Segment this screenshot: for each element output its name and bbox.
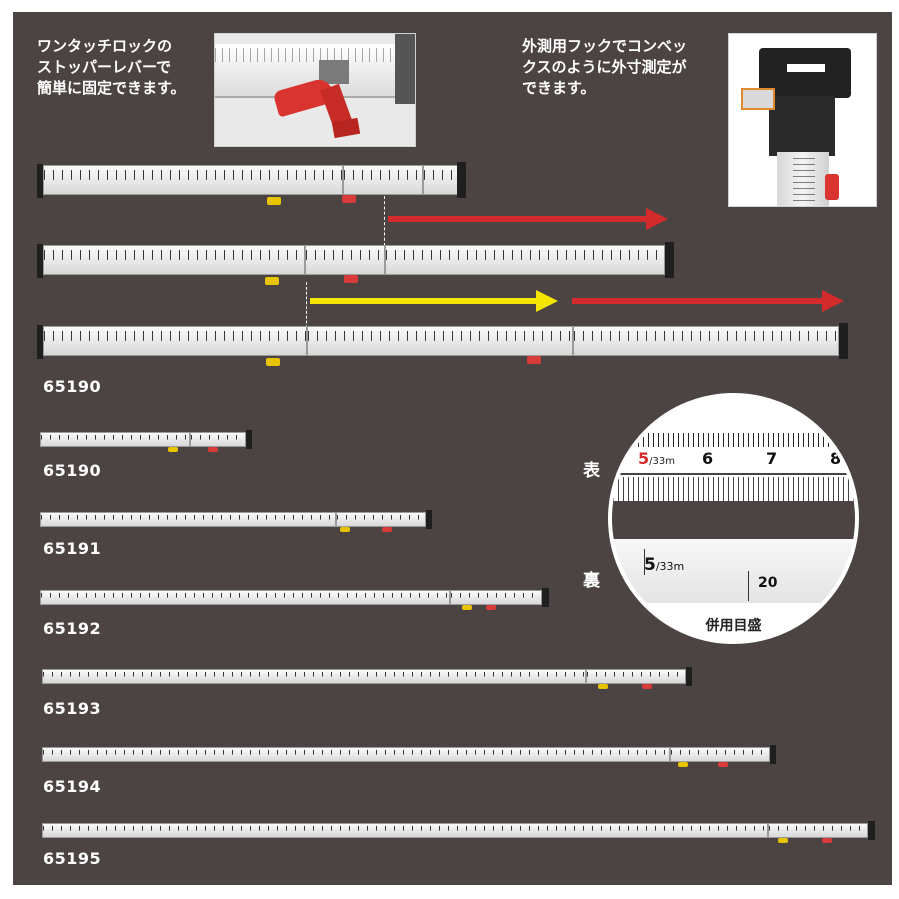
- model-number: 65192: [43, 619, 102, 638]
- arrow-extend-red: [388, 208, 668, 230]
- front-scale-number: 5: [638, 449, 650, 468]
- back-scale: 5/33m 20: [612, 539, 855, 603]
- model-number: 65195: [43, 849, 102, 868]
- stopper-lever-photo: [214, 33, 416, 147]
- arrow-extend-red: [572, 290, 844, 312]
- rod-65191: [40, 510, 432, 532]
- front-scale-number: 8: [830, 449, 842, 468]
- back-scale-number: 5: [644, 555, 656, 575]
- caption-line: クスのように外寸測定が: [522, 58, 687, 76]
- front-scale-number: 7: [766, 449, 778, 468]
- front-scale-number: 6: [702, 449, 714, 468]
- hook-photo: [728, 33, 877, 207]
- demo-rod-closed: [37, 162, 466, 205]
- demo-rod-full: [37, 323, 849, 366]
- hook-caption: 外測用フックでコンベッ クスのように外寸測定が できます。: [522, 36, 687, 99]
- scale-magnifier: 5/33m 6 7 8 5/33m 20 併用目盛: [608, 393, 859, 644]
- back-scale-mark: 20: [758, 575, 778, 591]
- combined-scale-caption: 併用目盛: [705, 618, 762, 634]
- model-number: 65190: [43, 377, 102, 396]
- front-scale-unit: /33m: [649, 456, 675, 467]
- extension-guide-line: [384, 196, 385, 246]
- model-number: 65190: [43, 461, 102, 480]
- demo-rod-half: [37, 242, 677, 285]
- rod-65195: [42, 821, 876, 843]
- arrow-extend-yellow: [310, 290, 558, 312]
- lock-lever-caption: ワンタッチロックの ストッパーレバーで 簡単に固定できます。: [37, 36, 186, 99]
- caption-line: できます。: [522, 79, 596, 97]
- back-side-label: 裏: [583, 571, 600, 591]
- front-scale: 5/33m 6 7 8: [612, 433, 855, 501]
- rod-65193: [42, 667, 692, 689]
- rod-65190: [40, 430, 253, 452]
- back-scale-unit: /33m: [655, 560, 685, 573]
- extension-guide-line: [306, 282, 307, 338]
- caption-line: ストッパーレバーで: [37, 58, 172, 76]
- caption-line: 簡単に固定できます。: [37, 79, 186, 97]
- rod-65192: [40, 588, 549, 610]
- rod-65194: [42, 745, 776, 767]
- model-number: 65194: [43, 777, 102, 796]
- caption-line: 外測用フックでコンベッ: [522, 37, 688, 55]
- model-number: 65191: [43, 539, 102, 558]
- front-side-label: 表: [583, 461, 600, 481]
- caption-line: ワンタッチロックの: [37, 37, 173, 55]
- model-number: 65193: [43, 699, 102, 718]
